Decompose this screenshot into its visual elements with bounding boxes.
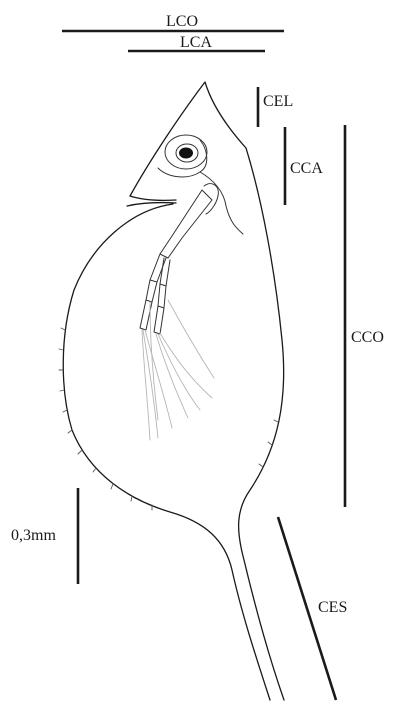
spinule bbox=[274, 420, 278, 422]
spinule bbox=[78, 450, 82, 454]
antenna-ramus-right bbox=[154, 258, 170, 334]
eye-pigment bbox=[179, 148, 193, 159]
antenna-segment-joint-1 bbox=[150, 280, 157, 282]
spinule bbox=[63, 410, 67, 412]
body-outline bbox=[130, 82, 284, 700]
spinule bbox=[111, 484, 113, 489]
scale-label: 0,3mm bbox=[11, 527, 56, 544]
carapace-ventral-outline bbox=[63, 204, 270, 700]
carapace-spinules bbox=[59, 328, 278, 510]
seta bbox=[145, 330, 172, 428]
rostrum-outline bbox=[130, 196, 176, 200]
spinule bbox=[259, 464, 263, 467]
seta bbox=[143, 330, 158, 438]
antenna-segment-joint-3 bbox=[160, 284, 166, 286]
spinule bbox=[59, 349, 63, 350]
spinule bbox=[60, 390, 64, 391]
spinule bbox=[93, 468, 96, 472]
spinule bbox=[68, 430, 72, 433]
head-to-mouth-contour bbox=[200, 172, 243, 234]
seta bbox=[156, 334, 188, 418]
antenna-segment-joint-2 bbox=[146, 300, 152, 302]
head-contour bbox=[158, 140, 207, 177]
ces-label: CES bbox=[318, 599, 347, 616]
cco-label: CCO bbox=[351, 329, 384, 346]
spinule bbox=[131, 496, 132, 501]
spinule bbox=[268, 442, 272, 445]
lca-label: LCA bbox=[180, 34, 212, 51]
antenna-segment-joint-4 bbox=[158, 306, 164, 308]
cel-label: CEL bbox=[263, 93, 293, 110]
cca-label: CCA bbox=[290, 160, 323, 177]
spinule bbox=[61, 328, 65, 330]
seta bbox=[168, 300, 214, 378]
lco-label: LCO bbox=[166, 13, 198, 30]
antenna-setae bbox=[142, 300, 214, 440]
seta bbox=[160, 333, 212, 398]
